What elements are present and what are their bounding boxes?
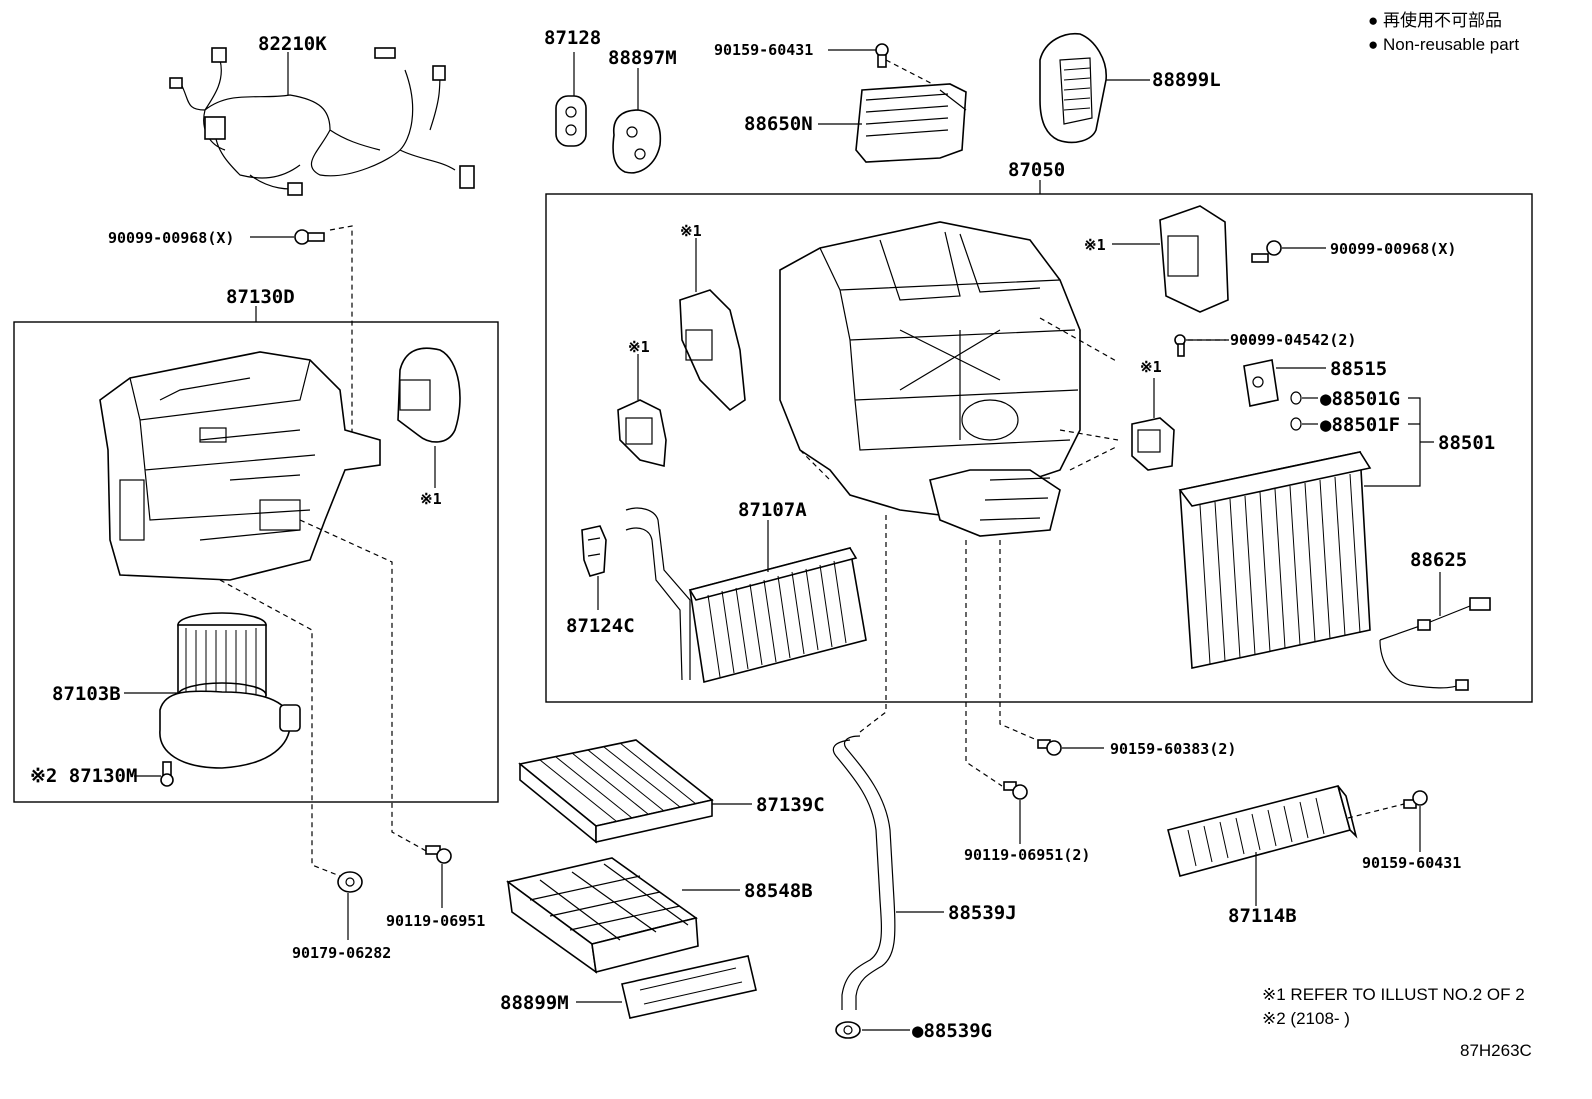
clip-90179-06282[interactable] [337,871,363,893]
legend-jp: ● 再使用不可部品 [1368,10,1502,30]
dash-90179 [219,579,341,877]
hvac-unit-87050[interactable] [779,221,1081,537]
module-88650N[interactable] [855,83,967,163]
label-88897m: 88897M [608,47,677,69]
label-87107a: 87107A [738,499,807,521]
label-88539j: 88539J [948,902,1017,924]
note-ref2: ※2 (2108- ) [1262,1009,1350,1028]
expansion-valve-88515[interactable] [1243,359,1279,407]
label-ref1-a: ※1 [680,222,702,240]
group-box-87050 [545,193,1533,703]
label-87130d: 87130D [226,286,295,308]
screw-87130M[interactable] [160,761,174,787]
blower-motor-87103B[interactable] [159,612,301,769]
label-ref1-blower: ※1 [420,490,442,508]
screw-90099-00968-right[interactable] [1251,240,1282,263]
dash-90119-2 [965,540,1003,787]
label-87139c: 87139C [756,794,825,816]
cabin-filter-87139C[interactable] [518,739,714,844]
dash-b [1059,429,1119,441]
label-ref1-b: ※1 [628,338,650,356]
label-90099-00968-right: 90099-00968(X) [1330,240,1456,258]
label-90159-60383: 90159-60383(2) [1110,740,1236,758]
screw-90119-06951[interactable] [425,845,452,864]
dash-90159-60431-right [1347,803,1405,819]
bolt-90159-60383[interactable] [1037,739,1062,756]
dash-c [1069,445,1119,471]
register-87114B[interactable] [1167,785,1358,877]
part-88897M[interactable] [612,109,662,174]
clip-87124C[interactable] [581,525,607,577]
label-87124c: 87124C [566,615,635,637]
label-87103b: 87103B [52,683,121,705]
label-88548b: 88548B [744,880,813,902]
label-88501g: ●88501G [1320,388,1400,410]
resistor-plate-ref1[interactable] [397,347,461,443]
illust-code: 87H263C [1460,1041,1532,1060]
label-87130m: ※2 87130M [30,765,137,787]
screw-90099-04542[interactable] [1174,334,1186,357]
label-88899l: 88899L [1152,69,1221,91]
oring-88501G[interactable] [1290,391,1302,405]
label-88650n: 88650N [744,113,813,135]
screw-90119-06951-2[interactable] [1003,781,1028,800]
label-90119-06951-2: 90119-06951(2) [964,846,1090,864]
screw-90099-00968-left[interactable] [294,229,325,245]
dash-drain [859,515,887,733]
dash-90119 [299,519,429,853]
label-88539g: ●88539G [912,1020,992,1042]
label-88625: 88625 [1410,549,1467,571]
label-88501f: ●88501F [1320,414,1400,436]
bolt-90159-60431-top[interactable] [875,43,889,68]
label-90159-60431-right: 90159-60431 [1362,854,1461,872]
label-90159-60431-top: 90159-60431 [714,41,813,59]
evaporator-88501[interactable] [1178,451,1372,669]
heater-core-87107A[interactable] [625,507,867,683]
filter-case-88548B[interactable] [506,857,699,974]
dash-90159-60383 [999,540,1047,745]
blower-case-87130D[interactable] [99,351,381,581]
note-ref1: ※1 REFER TO ILLUST NO.2 OF 2 [1262,985,1525,1004]
label-88501: 88501 [1438,432,1495,454]
label-90099-04542: 90099-04542(2) [1230,331,1356,349]
label-82210k: 82210K [258,33,327,55]
label-90179-06282: 90179-06282 [292,944,391,962]
sensor-88625[interactable] [1379,597,1491,691]
drain-hose-88539J[interactable] [832,735,896,1010]
label-87114b: 87114B [1228,905,1297,927]
label-ref1-c: ※1 [1084,236,1106,254]
oring-88501F[interactable] [1290,417,1302,431]
filter-cover-88899L[interactable] [1039,32,1107,144]
actuator-ref1-b[interactable] [617,399,667,468]
label-87128: 87128 [544,27,601,49]
label-ref1-d: ※1 [1140,358,1162,376]
label-90119-06951: 90119-06951 [386,912,485,930]
grommet-88539G[interactable] [835,1021,861,1039]
dash-a [1039,317,1119,363]
wire-harness-82210k[interactable] [169,47,475,196]
label-87050: 87050 [1008,159,1065,181]
part-87128[interactable] [555,95,587,147]
actuator-ref1-c[interactable] [1159,205,1229,313]
label-90099-00968-left: 90099-00968(X) [108,229,234,247]
legend-en: ● Non-reusable part [1368,35,1519,54]
label-88515: 88515 [1330,358,1387,380]
label-88899m: 88899M [500,992,569,1014]
leader-88501-bracket [1364,397,1434,487]
actuator-ref1-a[interactable] [679,289,746,412]
bolt-90159-60431-right[interactable] [1403,790,1428,809]
dash-d [799,449,831,481]
actuator-ref1-d[interactable] [1131,417,1175,471]
filter-strip-88899M[interactable] [621,955,757,1019]
